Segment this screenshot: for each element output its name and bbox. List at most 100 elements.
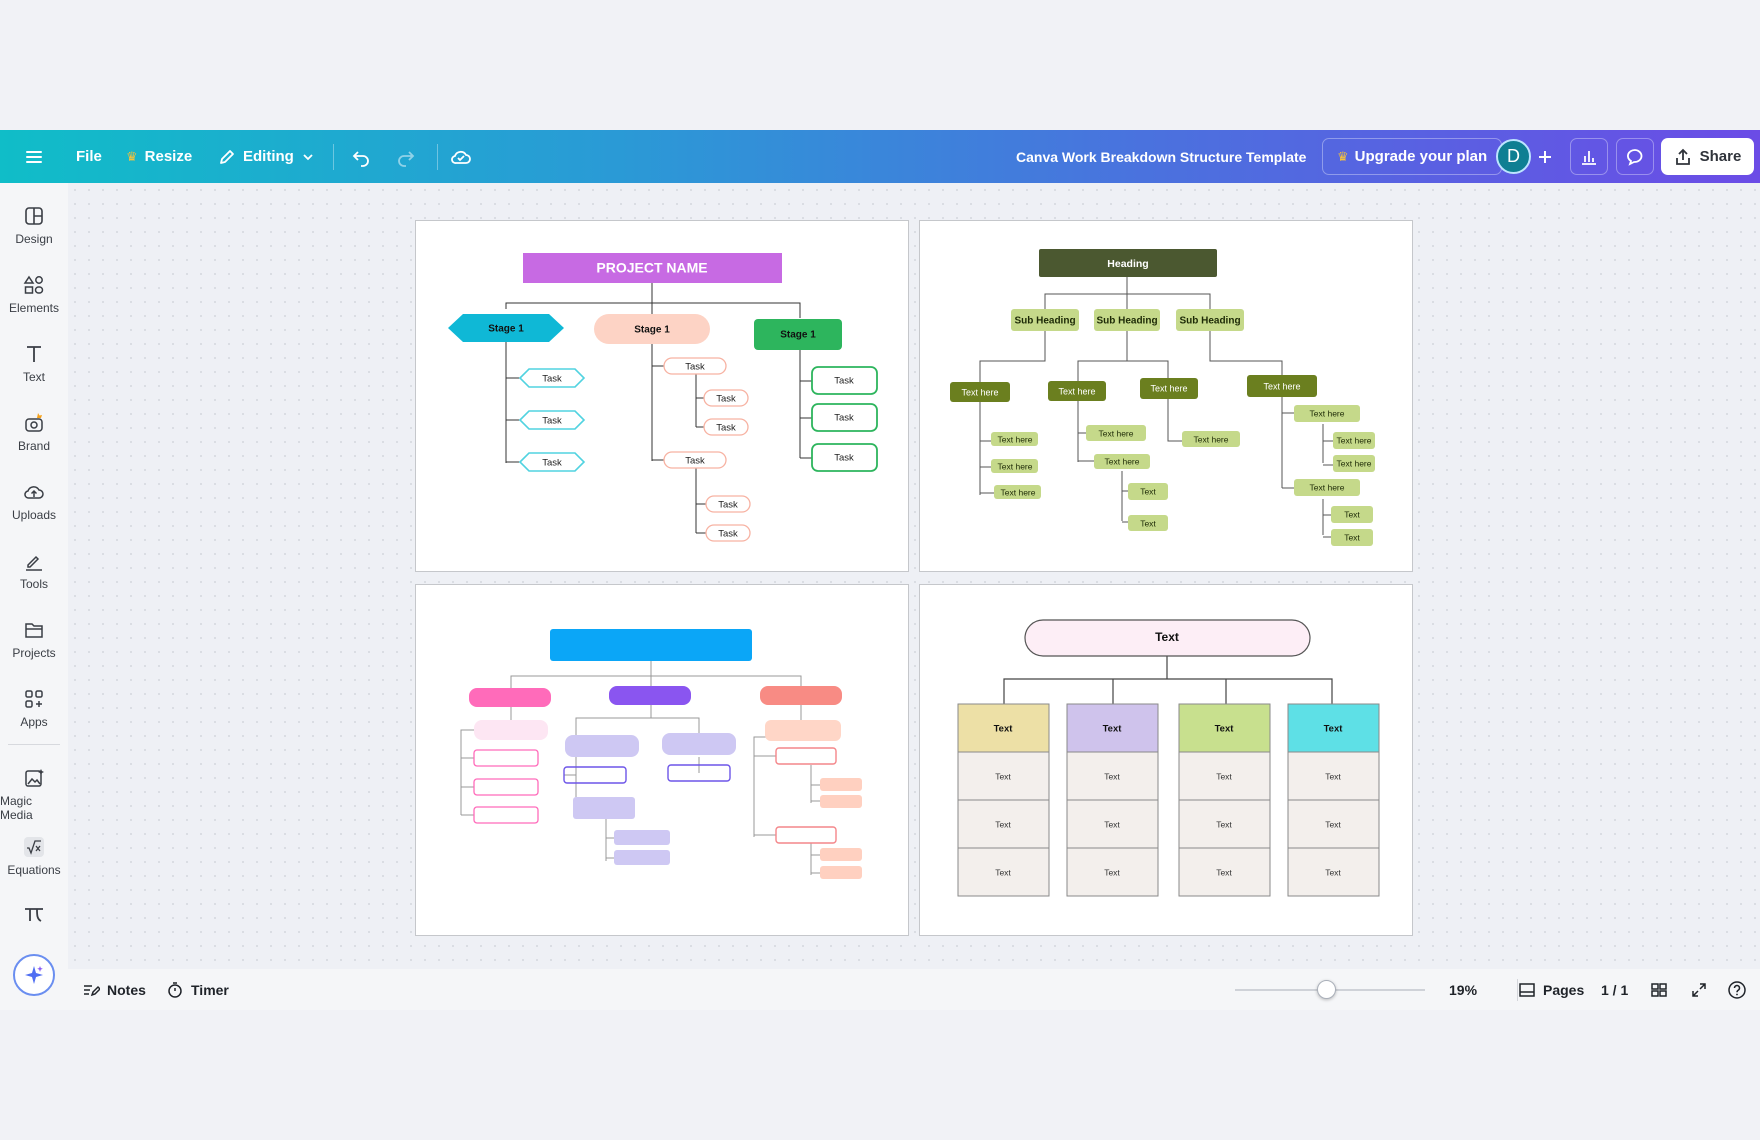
color-wbs-diagram	[460, 629, 862, 879]
sidebar-item-magic-media[interactable]: Magic Media	[0, 767, 68, 822]
chevron-down-icon	[303, 153, 313, 160]
sidebar-item-equations[interactable]: Equations	[0, 836, 68, 877]
add-collaborator-button[interactable]	[1536, 130, 1554, 183]
heading-text: Heading	[1107, 258, 1148, 270]
sidebar-item-apps[interactable]: Apps	[0, 688, 68, 729]
editing-mode-button[interactable]: Editing	[218, 130, 315, 183]
undo-icon	[352, 150, 369, 167]
stage-box-green	[754, 319, 842, 350]
resize-button[interactable]: ♛ Resize	[126, 130, 192, 183]
page-table-wbs[interactable]: Text Text Text Text Text Text Text Text …	[919, 584, 1413, 936]
stage-label: Stage 1	[780, 330, 816, 341]
node-text: Text here	[1058, 386, 1095, 396]
page-color-wbs[interactable]	[415, 584, 909, 936]
node-text: Text here	[1337, 458, 1372, 468]
crown-icon: ♛	[1337, 148, 1349, 164]
sidebar-item-pi-app[interactable]	[0, 903, 68, 925]
share-button[interactable]: Share	[1661, 138, 1754, 175]
pages-button[interactable]: Pages	[1518, 969, 1584, 1010]
notes-button[interactable]: Notes	[82, 969, 146, 1010]
cell-text: Text	[1216, 771, 1232, 781]
zoom-percentage[interactable]: 19%	[1449, 969, 1477, 1010]
sidebar-item-uploads[interactable]: Uploads	[0, 481, 68, 522]
node-text: Text here	[1310, 408, 1345, 418]
upgrade-label: Upgrade your plan	[1354, 148, 1488, 165]
sidebar-item-elements[interactable]: Elements	[0, 274, 68, 315]
node-text: Text here	[961, 387, 998, 397]
page-heading-wbs[interactable]: Heading Sub Heading Sub Heading Sub Head…	[919, 220, 1413, 572]
brand-icon	[25, 413, 43, 432]
sidebar-label: Apps	[20, 715, 48, 729]
sidebar-label: Equations	[7, 863, 61, 877]
cell-text: Text	[1104, 867, 1120, 877]
sidebar-divider	[8, 744, 60, 745]
node-text: Text here	[1150, 383, 1187, 393]
sidebar-item-design[interactable]: Design	[0, 205, 68, 246]
top-text-label: Text	[1155, 630, 1179, 644]
column-header-text: Text	[1215, 724, 1235, 735]
sidebar-label: Projects	[12, 646, 56, 660]
sub-heading-text: Sub Heading	[1096, 316, 1157, 327]
fullscreen-button[interactable]	[1690, 969, 1708, 1010]
redo-button[interactable]	[396, 130, 416, 183]
notes-label: Notes	[107, 981, 146, 998]
save-status-button[interactable]	[450, 130, 472, 183]
timer-icon	[168, 981, 182, 998]
page-stage-wbs[interactable]: PROJECT NAME Stage 1 Stage 1 Stage 1 Tas…	[415, 220, 909, 572]
apps-icon	[25, 690, 43, 708]
projects-icon	[25, 623, 43, 638]
comment-icon	[1627, 148, 1643, 166]
page-background	[0, 1010, 1760, 1140]
zoom-slider-handle[interactable]	[1317, 980, 1336, 999]
stage-hexagon-cyan	[448, 314, 564, 342]
menu-button[interactable]	[24, 130, 44, 183]
help-button[interactable]	[1727, 969, 1747, 1010]
comments-button[interactable]	[1616, 138, 1654, 175]
sidebar-item-tools[interactable]: Tools	[0, 550, 68, 591]
equations-icon	[24, 837, 44, 857]
editing-label: Editing	[243, 148, 294, 165]
sidebar-label: Text	[22, 370, 45, 384]
task-label: Task	[542, 458, 562, 469]
avatar[interactable]: D	[1496, 139, 1531, 174]
sidebar-item-brand[interactable]: Brand	[0, 412, 68, 453]
task-label: Task	[542, 416, 562, 427]
upgrade-plan-button[interactable]: ♛ Upgrade your plan	[1322, 138, 1503, 175]
node-text: Text here	[1099, 428, 1134, 438]
heading-wbs-diagram: Heading Sub Heading Sub Heading Sub Head…	[950, 249, 1375, 546]
page-count-text: 1 / 1	[1601, 981, 1629, 998]
task-label: Task	[716, 394, 736, 405]
share-upload-icon	[1675, 148, 1690, 165]
design-canvas[interactable]: PROJECT NAME Stage 1 Stage 1 Stage 1 Tas…	[68, 183, 1760, 969]
sidebar-item-projects[interactable]: Projects	[0, 619, 68, 660]
toolbar-divider	[437, 144, 438, 170]
task-label: Task	[834, 413, 854, 424]
magic-assistant-button[interactable]	[13, 954, 55, 996]
column-header-text: Text	[1324, 724, 1344, 735]
design-icon	[25, 207, 43, 225]
file-label: File	[76, 148, 102, 165]
grid-icon	[1651, 982, 1667, 997]
node-text: Text here	[1105, 456, 1140, 466]
crown-icon: ♛	[126, 148, 138, 164]
grid-view-button[interactable]	[1650, 969, 1668, 1010]
undo-button[interactable]	[351, 130, 371, 183]
cell-text: Text	[1325, 867, 1341, 877]
cell-text: Text	[1216, 819, 1232, 829]
bottom-divider	[1517, 979, 1518, 1001]
stage-label: Stage 1	[488, 324, 524, 335]
insights-button[interactable]	[1570, 138, 1608, 175]
cell-text: Text	[1325, 771, 1341, 781]
plus-icon	[1539, 150, 1551, 163]
cell-text: Text	[1104, 819, 1120, 829]
cell-text: Text	[995, 819, 1011, 829]
timer-button[interactable]: Timer	[166, 969, 229, 1010]
bottom-bar: Notes Timer 19% Pages 1 / 1	[68, 969, 1760, 1010]
file-menu[interactable]: File	[76, 130, 102, 183]
sidebar-item-text[interactable]: Text	[0, 343, 68, 384]
column-header-text: Text	[994, 724, 1014, 735]
stage-label: Stage 1	[634, 325, 670, 336]
toolbar-divider	[333, 144, 334, 170]
sidebar-label: Design	[15, 232, 53, 246]
document-title[interactable]: Canva Work Breakdown Structure Template	[1016, 130, 1306, 183]
